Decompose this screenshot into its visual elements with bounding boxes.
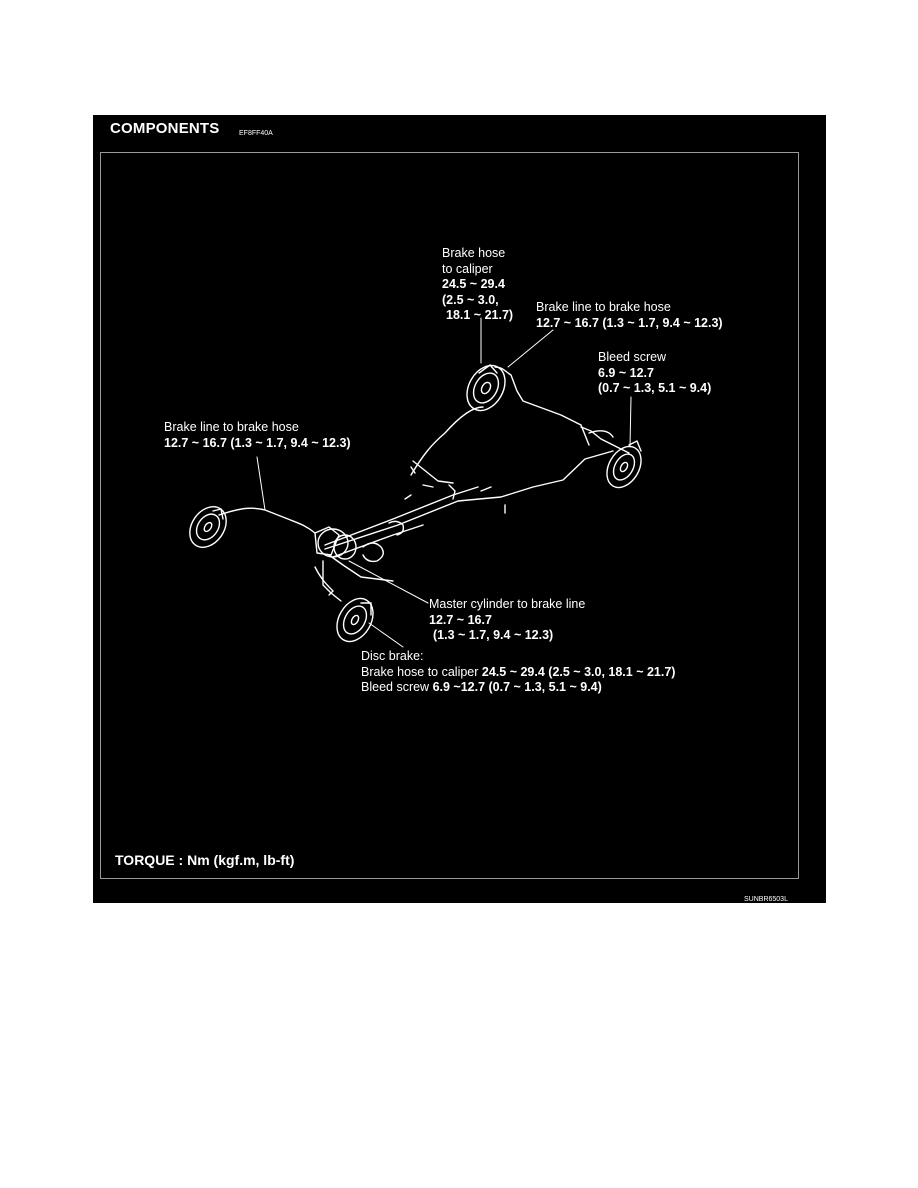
torque-value: 24.5 ~ 29.4 [442, 277, 505, 291]
rear-right-caliper-callout: Brake hose to caliper 24.5 ~ 29.4 (2.5 ~… [442, 246, 513, 324]
torque-units-legend: TORQUE : Nm (kgf.m, lb-ft) [115, 852, 295, 868]
leader-lines [256, 317, 632, 648]
torque-value: (1.3 ~ 1.7, 9.4 ~ 12.3) [433, 628, 554, 642]
callout-label: Brake hose [442, 246, 506, 260]
callout-label: Bleed screw [598, 350, 667, 364]
front-left-disc [189, 506, 227, 548]
callout-row: Brake hose to caliper 24.5 ~ 29.4 (2.5 ~… [361, 665, 675, 681]
callout-label: Brake line to brake hose [164, 420, 299, 434]
callout-label: Brake line to brake hose [536, 300, 671, 314]
brake-system-illustration [189, 317, 642, 648]
torque-value: 6.9 ~12.7 (0.7 ~ 1.3, 5.1 ~ 9.4) [432, 680, 602, 694]
torque-value: 12.7 ~ 16.7 (1.3 ~ 1.7, 9.4 ~ 12.3) [536, 315, 723, 330]
callout-label: Master cylinder to brake line [429, 597, 586, 611]
callout-label: Disc brake: [361, 649, 424, 663]
torque-value: 24.5 ~ 29.4 (2.5 ~ 3.0, 18.1 ~ 21.7) [481, 664, 676, 679]
master-cylinder-callout: Master cylinder to brake line 12.7 ~ 16.… [429, 597, 585, 644]
components-figure: COMPONENTS EF8FF40A [93, 115, 826, 903]
torque-value: 18.1 ~ 21.7) [446, 308, 514, 322]
torque-value: 12.7 ~ 16.7 (1.3 ~ 1.7, 9.4 ~ 12.3) [164, 435, 351, 450]
page-title: COMPONENTS [110, 120, 220, 137]
callout-row: Bleed screw 6.9 ~12.7 (0.7 ~ 1.3, 5.1 ~ … [361, 680, 675, 696]
rear-right-hose-callout: Brake line to brake hose 12.7 ~ 16.7 (1.… [536, 300, 723, 331]
torque-value: (0.7 ~ 1.3, 5.1 ~ 9.4) [598, 381, 712, 395]
brake-lines [218, 366, 630, 602]
figure-reference: SUNBR6503L [744, 896, 788, 903]
left-hose-callout: Brake line to brake hose 12.7 ~ 16.7 (1.… [164, 420, 351, 451]
rear-right-disc [606, 440, 642, 489]
disc-brake-callout: Disc brake: Brake hose to caliper 24.5 ~… [361, 649, 675, 696]
figure-code: EF8FF40A [239, 130, 273, 137]
rear-left-disc [466, 364, 506, 412]
callout-label: Bleed screw [361, 680, 433, 694]
bleed-screw-callout: Bleed screw 6.9 ~ 12.7 (0.7 ~ 1.3, 5.1 ~… [598, 350, 711, 397]
callout-label: Brake hose to caliper [361, 664, 482, 679]
torque-value: 12.7 ~ 16.7 [429, 612, 492, 627]
callout-label: to caliper [442, 261, 493, 276]
front-right-disc [336, 597, 374, 643]
diagram-frame [100, 152, 799, 879]
torque-value: (2.5 ~ 3.0, [442, 292, 499, 307]
torque-value: 6.9 ~ 12.7 [598, 365, 654, 380]
